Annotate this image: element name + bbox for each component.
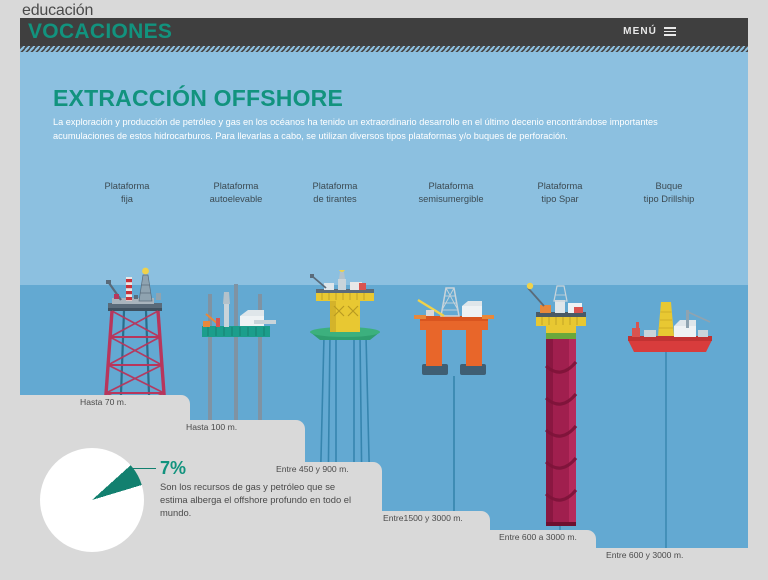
pie-leader-line	[128, 468, 156, 470]
platform-label-line1: Plataforma	[537, 181, 583, 191]
platform-label-line2: fija	[121, 193, 133, 204]
platform-column-semisumergible[interactable]: Plataforma semisumergible	[391, 180, 511, 205]
depth-label-drillship: Entre 600 y 3000 m.	[606, 550, 684, 560]
header-zigzag-divider	[20, 46, 748, 53]
platform-label-line2: de tirantes	[313, 193, 357, 204]
site-header: VOCACIONES MENÚ	[20, 18, 748, 50]
brand-vocaciones-logo[interactable]: VOCACIONES	[28, 20, 173, 43]
platform-label-line2: semisumergible	[418, 193, 484, 204]
menu-button-label: MENÚ	[623, 26, 657, 37]
depth-label-autoelevable: Hasta 100 m.	[186, 422, 238, 432]
buque-tipo-drillship-illustration	[628, 302, 712, 560]
platform-label-line2: tipo Spar	[541, 193, 579, 204]
intro-paragraph: La exploración y producción de petróleo …	[53, 117, 658, 141]
brand-educacion-text: educación	[22, 2, 94, 19]
platform-column-autoelevable[interactable]: Plataforma autoelevable	[176, 180, 296, 205]
platform-autoelevable-illustration	[202, 284, 276, 452]
hamburger-icon	[664, 27, 676, 36]
platform-label-line2: autoelevable	[209, 193, 263, 204]
depth-label-tirantes: Entre 450 y 900 m.	[276, 464, 349, 474]
depth-label-spar: Entre 600 a 3000 m.	[499, 532, 577, 542]
pie-chart-circle	[40, 448, 144, 552]
platform-label-line1: Plataforma	[104, 181, 150, 191]
brand-strip: educación	[0, 0, 768, 22]
stat-description: Son los recursos de gas y petróleo que s…	[160, 481, 352, 518]
depth-label-semisumergible: Entre1500 y 3000 m.	[383, 513, 463, 523]
stat-value: 7%	[160, 458, 187, 478]
platform-label-line1: Buque	[655, 181, 683, 191]
platform-column-fija[interactable]: Plataforma fija	[67, 180, 187, 205]
infographic-stage: EXTRACCIÓN OFFSHORE La exploración y pro…	[20, 52, 748, 560]
seabed-step-6	[20, 548, 748, 560]
menu-button[interactable]: MENÚ	[623, 26, 676, 37]
platform-label-line1: Plataforma	[428, 181, 474, 191]
platform-tipo-spar-illustration	[526, 282, 586, 560]
platform-label-line2: tipo Drillship	[643, 193, 695, 204]
platform-label-line1: Plataforma	[312, 181, 358, 191]
platform-column-drillship[interactable]: Buque tipo Drillship	[609, 180, 729, 205]
pie-chart	[40, 448, 156, 560]
platform-column-tirantes[interactable]: Plataforma de tirantes	[275, 180, 395, 205]
platform-label-line1: Plataforma	[213, 181, 259, 191]
page-title: EXTRACCIÓN OFFSHORE	[53, 85, 344, 111]
platform-semisumergible-illustration	[414, 287, 494, 560]
platform-column-spar[interactable]: Plataforma tipo Spar	[500, 180, 620, 205]
depth-label-fija: Hasta 70 m.	[80, 397, 127, 407]
